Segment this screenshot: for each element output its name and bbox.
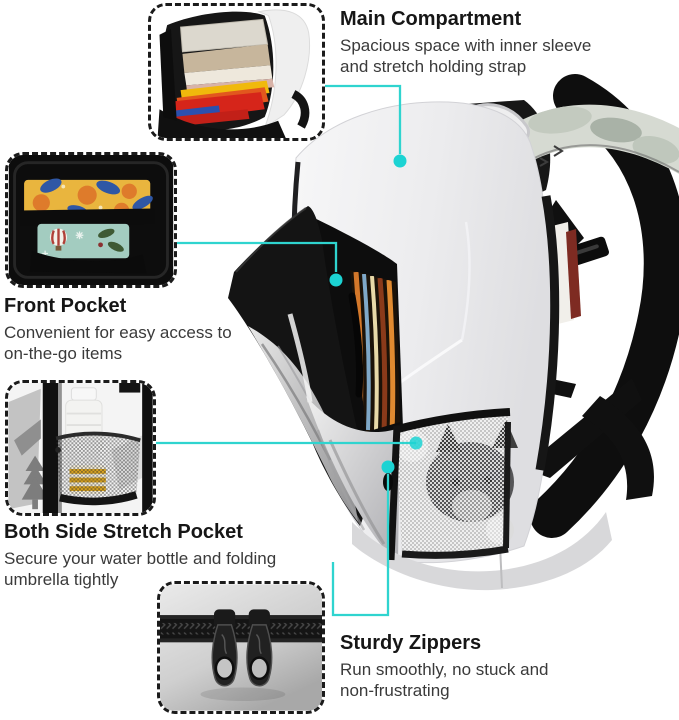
side-pocket-photo-art [8,383,153,513]
callout-title: Main Compartment [340,8,522,30]
connector-dot-zippers [381,460,395,474]
main-compartment-photo-art [151,6,322,138]
connector-line-front [177,241,338,272]
callout-title: Front Pocket [4,295,127,317]
connector-dot-main [393,154,407,168]
zippers-photo-art [160,584,322,711]
pattern-card-balloon [37,223,130,259]
callout-zippers: Sturdy Zippers Run smoothly, no stuck an… [340,632,572,702]
front-pocket-photo-art [8,155,174,285]
strap-detail [291,90,310,129]
connector-line-main [325,84,402,154]
bottom-panel [352,512,612,591]
stitch-seam [460,221,471,341]
connector-line-zippers [331,474,390,617]
main-compartment-photo [148,3,325,141]
connector-dot-front [329,273,343,287]
callout-dots [329,154,423,474]
side-print-panel [306,396,400,560]
callout-side-pocket: Both Side Stretch Pocket Secure your wat… [4,521,306,591]
zipper-pull [211,609,238,687]
side-pocket-photo [5,380,156,516]
zipper-band [160,615,322,643]
callout-description: Spacious space with inner sleeve and str… [340,36,592,77]
front-pocket-photo [5,152,177,288]
zipper-pull [246,609,273,687]
callout-description: Convenient for easy access to on-the-go … [4,323,232,364]
callout-title: Sturdy Zippers [340,632,482,654]
callout-front-pocket: Front Pocket Convenient for easy access … [4,295,256,365]
callout-description: Secure your water bottle and folding umb… [4,549,277,590]
mesh-pocket-detail [55,431,141,506]
pattern-card-oranges [24,178,153,219]
side-zipper [387,425,401,561]
open-front-pocket [306,214,403,452]
backpack [228,74,679,591]
zippers-photo [157,581,325,714]
mesh-side-pocket [392,408,518,559]
callout-connectors [156,84,416,617]
callout-main-compartment: Main Compartment Spacious space with inn… [340,8,608,78]
connector-dot-side [409,436,423,450]
callout-title: Both Side Stretch Pocket [4,521,243,543]
pocket-contents [348,270,400,432]
mesh-right-seam [503,421,511,549]
main-zipper-seam [535,195,560,471]
pine-tree-print [21,455,49,510]
callout-description: Run smoothly, no stuck and non-frustrati… [340,660,549,701]
